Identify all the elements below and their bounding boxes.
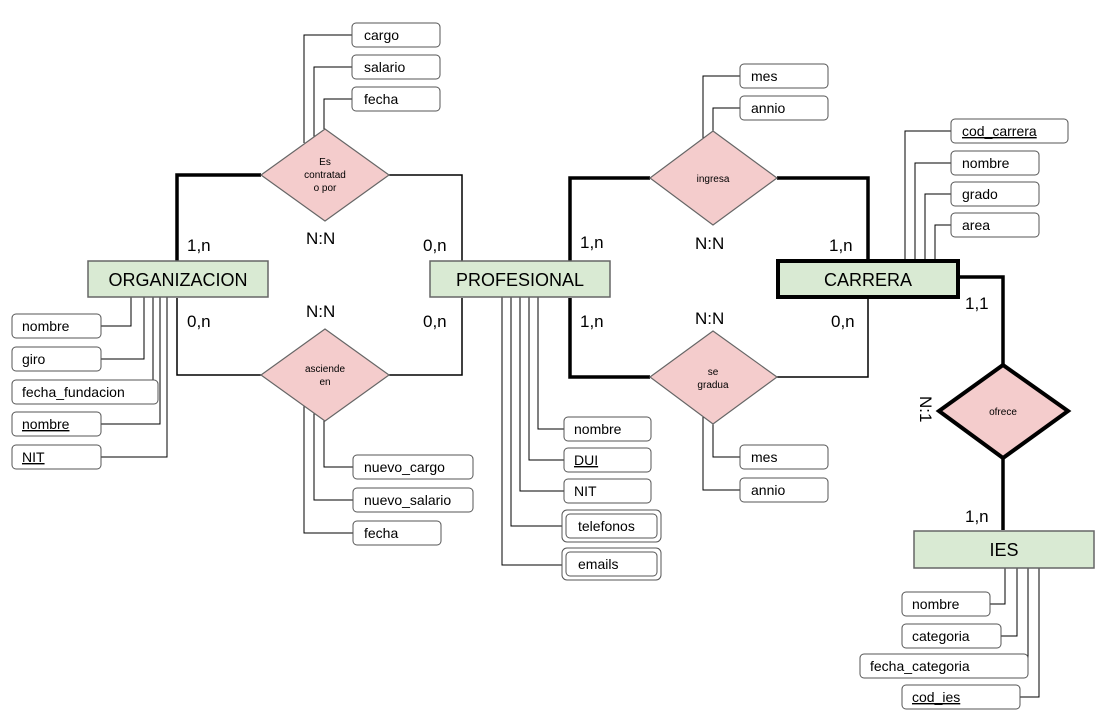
attribute-label: fecha_fundacion (22, 384, 125, 400)
cardinality-ratio: N:N (306, 302, 335, 321)
entity-organizacion-label: ORGANIZACION (108, 270, 247, 290)
attribute-box: mes (739, 444, 829, 470)
attribute-box-key: cod_ies (901, 684, 1021, 710)
attribute-label: mes (751, 449, 777, 465)
cardinality-label: 1,n (580, 312, 604, 331)
attribute-box: NIT (563, 478, 652, 504)
entity-ies-label: IES (989, 540, 1018, 560)
cardinality-label: 1,n (187, 236, 211, 255)
attribute-label: fecha_categoria (870, 658, 970, 674)
attribute-box: grado (950, 181, 1040, 207)
relation-ofrece: ofrece (935, 362, 1072, 461)
cardinality-ratio: N:1 (916, 396, 935, 422)
attribute-label: nuevo_cargo (364, 459, 445, 475)
attribute-box-key: DUI (563, 447, 652, 473)
relation-contratado-line-1: Es (319, 157, 331, 168)
relation-gradua-line-1: se (708, 367, 719, 378)
attribute-label: nombre (962, 155, 1010, 171)
attribute-box: fecha (351, 86, 441, 112)
attribute-box: giro (11, 346, 102, 372)
cardinality-label: 0,n (187, 312, 211, 331)
relation-asciende-line-1: asciende (305, 364, 345, 375)
relation-ingresa: ingresa (648, 130, 779, 226)
attribute-label: nombre (912, 596, 960, 612)
attribute-box: nombre (563, 416, 652, 442)
attribute-box: area (950, 212, 1040, 238)
attribute-box: cargo (351, 22, 441, 48)
attribute-label: fecha (364, 525, 398, 541)
attribute-box-key: nombre (11, 411, 102, 437)
attribute-box-key: NIT (11, 444, 102, 470)
relation-asciende-en: asciende en (259, 328, 391, 422)
cardinality-ratio: N:N (695, 234, 724, 253)
attribute-box: fecha_categoria (859, 653, 1029, 679)
attribute-label: cod_ies (912, 689, 960, 705)
attribute-box: annio (739, 95, 829, 121)
attribute-box: salario (351, 54, 441, 80)
cardinality-label: 1,n (965, 507, 989, 526)
relation-es-contratado-por: Es contratad o por (259, 128, 391, 222)
entity-carrera: CARRERA (776, 259, 960, 299)
attribute-label: nuevo_salario (364, 492, 451, 508)
attribute-label: cod_carrera (962, 123, 1037, 139)
entity-organizacion: ORGANIZACION (87, 260, 269, 298)
attribute-lines (101, 34, 1040, 698)
entity-carrera-label: CARRERA (824, 270, 912, 290)
attribute-label: salario (364, 59, 405, 75)
relation-ofrece-line-1: ofrece (989, 407, 1017, 418)
relation-se-gradua: se gradua (648, 330, 779, 425)
attribute-box: nombre (901, 591, 991, 617)
attribute-box: categoria (901, 623, 1002, 649)
relation-gradua-line-2: gradua (697, 380, 729, 391)
attribute-box: fecha (352, 520, 442, 546)
attribute-label: fecha (364, 91, 398, 107)
attribute-box: mes (739, 63, 829, 89)
cardinality-label: 0,n (423, 312, 447, 331)
attribute-label: cargo (364, 27, 399, 43)
attribute-label: grado (962, 186, 998, 202)
entity-profesional: PROFESIONAL (429, 260, 611, 298)
cardinality-label: 1,n (580, 233, 604, 252)
relation-contratado-line-3: o por (314, 183, 337, 194)
attribute-label: NIT (574, 483, 597, 499)
cardinality-label: 1,1 (965, 294, 989, 313)
cardinality-labels: 1,n 0,n N:N 0,n 0,n N:N 1,n 1,n N:N 1,n … (187, 229, 989, 526)
cardinality-label: 0,n (423, 236, 447, 255)
attribute-box-multivalued: telefonos (561, 509, 662, 543)
attribute-label: emails (578, 556, 618, 572)
connector-lines (175, 173, 1005, 530)
attribute-box: nombre (11, 313, 102, 339)
attribute-box: fecha_fundacion (11, 379, 159, 405)
cardinality-label: 0,n (831, 312, 855, 331)
attribute-box-key: cod_carrera (950, 118, 1069, 144)
attribute-box: nuevo_salario (352, 487, 474, 513)
attribute-label: nombre (574, 421, 622, 437)
attribute-box: nombre (950, 150, 1040, 176)
attribute-label: nombre (22, 416, 70, 432)
attribute-label: area (962, 217, 990, 233)
attribute-label: annio (751, 100, 785, 116)
cardinality-ratio: N:N (695, 309, 724, 328)
attribute-label: nombre (22, 318, 70, 334)
attribute-box: nuevo_cargo (352, 454, 474, 480)
attribute-box: annio (739, 477, 829, 503)
attribute-label: NIT (22, 449, 45, 465)
entity-profesional-label: PROFESIONAL (456, 270, 584, 290)
attribute-label: categoria (912, 628, 970, 644)
relation-contratado-line-2: contratad (304, 170, 346, 181)
attribute-label: telefonos (578, 518, 635, 534)
attribute-box-multivalued: emails (561, 547, 662, 581)
relation-ingresa-line-1: ingresa (697, 174, 730, 185)
attribute-label: giro (22, 351, 46, 367)
attribute-label: DUI (574, 452, 598, 468)
entity-ies: IES (913, 530, 1095, 569)
attribute-label: annio (751, 482, 785, 498)
relation-asciende-line-2: en (319, 377, 330, 388)
attribute-label: mes (751, 68, 777, 84)
cardinality-ratio: N:N (306, 229, 335, 248)
cardinality-label: 1,n (829, 236, 853, 255)
